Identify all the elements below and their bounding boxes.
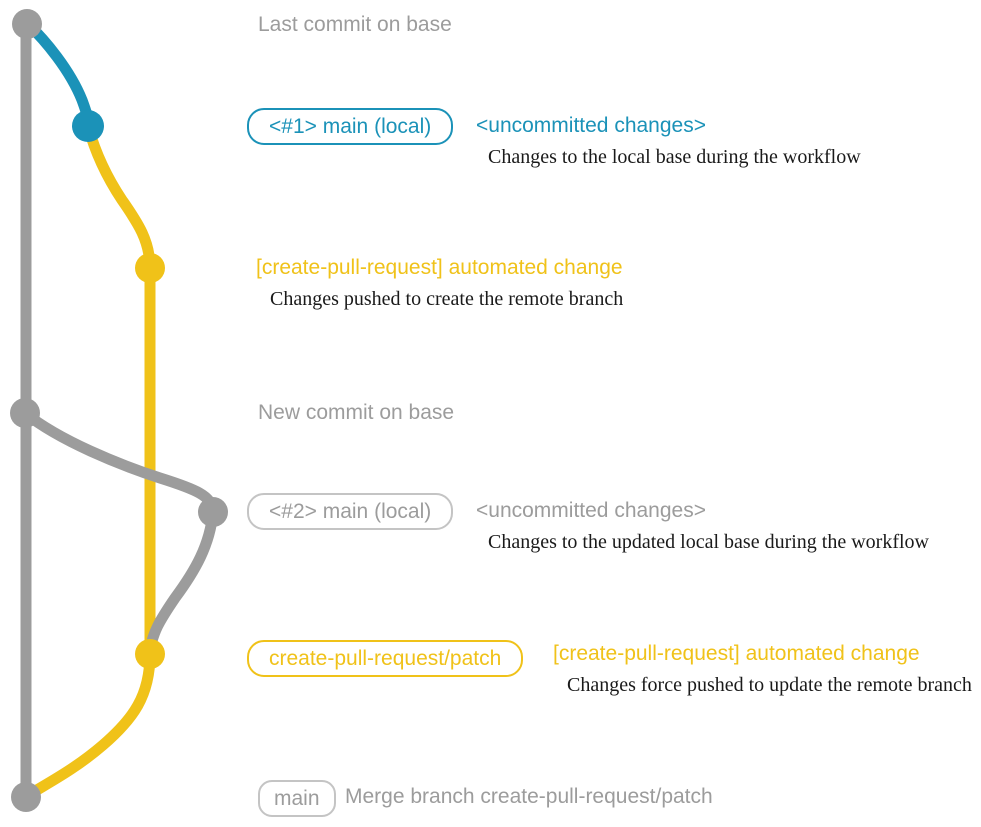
branch-line-local-main [22,18,94,132]
caption-push-create-remote: Changes pushed to create the remote bran… [270,288,624,310]
branch-line-patch [21,120,156,802]
branch-line-base-update [19,407,219,518]
label-automated-change-1: [create-pull-request] automated change [256,256,623,279]
commit-dot-local-main [72,110,104,142]
commit-dot-patch-2 [135,639,165,669]
heading-new-commit-on-base: New commit on base [258,401,455,424]
badge-main-local-1: <#1> main (local) [247,108,454,145]
badge-create-pull-request-patch: create-pull-request/patch [247,640,524,677]
branch-line-rebase [144,506,219,658]
label-automated-change-2: [create-pull-request] automated change [553,642,920,665]
label-uncommitted-changes-1: <uncommitted changes> [476,114,706,137]
commit-dot-new-base [10,398,40,428]
caption-force-push-update-remote: Changes force pushed to update the remot… [567,674,972,696]
commit-dot-last-base [12,9,42,39]
commit-dot-updated-local [198,497,228,527]
label-merge-branch: Merge branch create-pull-request/patch [345,785,713,808]
heading-last-commit-on-base: Last commit on base [258,13,452,36]
badge-main-local-2: <#2> main (local) [247,493,454,530]
commit-dot-patch-1 [135,253,165,283]
caption-updated-local-base-changes: Changes to the updated local base during… [488,531,929,553]
commit-dot-merge [11,782,41,812]
badge-main: main [258,780,336,817]
caption-local-base-changes: Changes to the local base during the wor… [488,146,861,168]
label-uncommitted-changes-2: <uncommitted changes> [476,499,706,522]
